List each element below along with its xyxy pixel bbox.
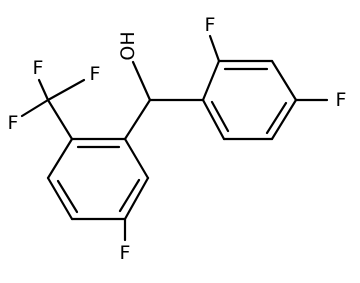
bond: [46, 137, 74, 180]
bond: [46, 176, 74, 221]
double-bond: [118, 178, 141, 213]
bond: [123, 176, 150, 221]
cf3-fluorine-top-left-label: F: [33, 57, 44, 79]
fluorine-para-label: F: [336, 89, 347, 111]
left-ring: [46, 98, 150, 242]
bond: [20, 98, 50, 118]
bond: [46, 78, 86, 102]
bond: [46, 98, 74, 141]
fluorine-ring-label: F: [120, 242, 131, 264]
double-bond: [210, 100, 230, 133]
bond: [123, 137, 150, 180]
fluorine-ortho-label: F: [205, 14, 216, 36]
bond: [201, 59, 221, 102]
double-bond: [56, 179, 79, 214]
cf3-fluorine-top-right-label: F: [90, 63, 101, 85]
cf3-group: [20, 78, 86, 118]
bond: [131, 60, 152, 102]
bond: [270, 98, 298, 141]
right-ring: [201, 34, 329, 141]
bond: [201, 98, 226, 141]
double-bond: [265, 101, 288, 135]
bond: [37, 78, 50, 102]
carbinol: [123, 60, 205, 141]
hydroxyl-label: OH: [117, 31, 139, 60]
bond: [208, 34, 221, 63]
cf3-fluorine-left-label: F: [8, 112, 19, 134]
bond: [270, 59, 298, 102]
bond: [123, 98, 152, 141]
